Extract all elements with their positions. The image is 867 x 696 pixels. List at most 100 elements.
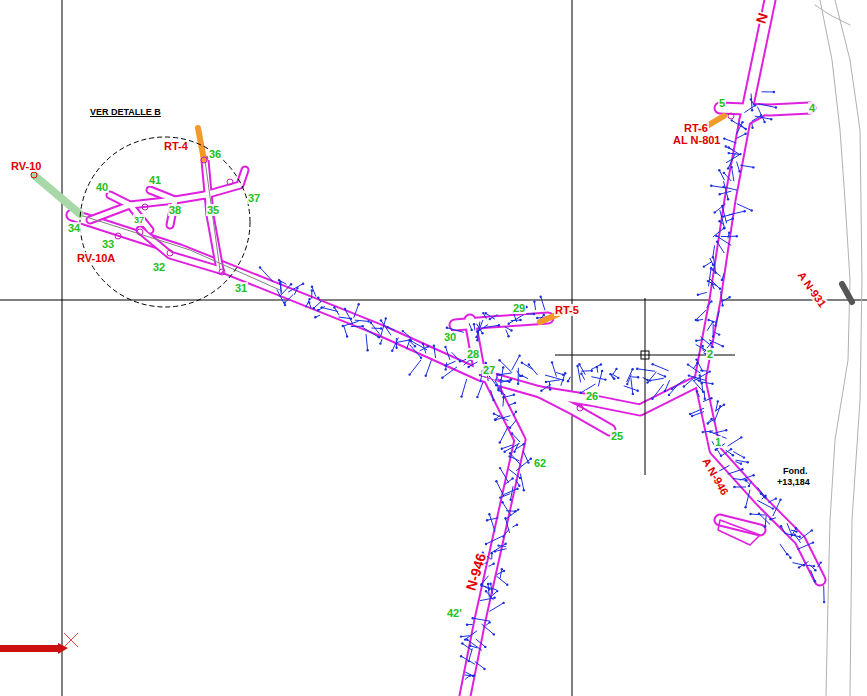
survey-point <box>513 394 515 396</box>
survey-vector <box>733 452 744 458</box>
survey-point <box>284 302 286 304</box>
survey-vector <box>591 377 605 380</box>
survey-vector <box>465 631 477 640</box>
survey-point <box>578 363 580 365</box>
survey-point <box>710 397 712 399</box>
survey-vector <box>366 334 368 350</box>
survey-point <box>811 529 813 531</box>
gallery-outline <box>718 520 760 545</box>
survey-vector <box>713 245 715 257</box>
survey-vector <box>598 371 602 386</box>
mark-x <box>64 633 78 647</box>
survey-point <box>502 535 504 537</box>
survey-vector <box>501 380 511 383</box>
survey-point <box>702 345 704 347</box>
survey-vector <box>631 378 633 394</box>
gallery-outline <box>720 108 810 110</box>
survey-point <box>668 394 670 396</box>
survey-point <box>732 454 734 456</box>
raise-label: RT-6 <box>683 122 709 134</box>
survey-point <box>718 333 720 335</box>
survey-point <box>501 501 503 503</box>
detail-heading: VER DETALLE B <box>88 107 163 117</box>
survey-vector <box>740 165 753 167</box>
survey-vector <box>728 437 742 446</box>
survey-point <box>721 279 723 281</box>
survey-point <box>499 441 501 443</box>
survey-vector <box>716 311 720 326</box>
survey-vector <box>658 373 666 376</box>
survey-point <box>780 525 782 527</box>
survey-vector <box>698 292 707 294</box>
survey-point <box>698 379 700 381</box>
survey-point <box>744 133 746 135</box>
detail-circle: VER DETALLE B <box>80 137 250 307</box>
survey-vector <box>280 282 281 292</box>
callout-number: 32 <box>152 261 166 273</box>
survey-vector <box>787 523 792 535</box>
survey-vector <box>702 383 703 392</box>
survey-point <box>284 304 286 306</box>
survey-point <box>313 307 315 309</box>
survey-point <box>820 561 822 563</box>
survey-point <box>758 513 760 515</box>
survey-point <box>473 323 475 325</box>
survey-point <box>740 463 742 465</box>
survey-point <box>741 468 743 470</box>
survey-vector <box>496 576 507 585</box>
survey-vector <box>477 382 483 397</box>
survey-vector <box>469 648 473 661</box>
survey-point <box>473 675 475 677</box>
survey-point <box>502 602 504 604</box>
cursor-box <box>641 351 649 359</box>
survey-point <box>308 298 310 300</box>
survey-vector <box>709 320 717 323</box>
mark-x <box>64 633 78 647</box>
survey-vector <box>510 456 520 461</box>
survey-vector <box>690 408 704 414</box>
survey-point <box>719 405 721 407</box>
survey-vector <box>759 514 770 525</box>
detail-outline <box>80 137 250 307</box>
survey-point <box>688 374 690 376</box>
survey-point <box>736 235 738 237</box>
gallery-outline <box>205 160 220 270</box>
survey-point <box>814 569 816 571</box>
survey-vector <box>795 535 801 543</box>
survey-point <box>701 382 703 384</box>
survey-point <box>503 570 505 572</box>
survey-point <box>649 379 651 381</box>
survey-point <box>695 340 697 342</box>
callout-number: 28 <box>466 348 480 360</box>
survey-point <box>596 366 598 368</box>
survey-vector <box>716 401 718 411</box>
survey-point <box>617 377 619 379</box>
survey-point <box>749 513 751 515</box>
survey-point <box>671 388 673 390</box>
survey-point <box>709 431 711 433</box>
survey-vector <box>509 469 520 478</box>
survey-vector <box>720 210 725 228</box>
survey-vector <box>688 365 700 374</box>
gallery-outline <box>90 195 205 220</box>
survey-point <box>460 395 462 397</box>
survey-point <box>521 375 523 377</box>
survey-vector <box>757 107 764 122</box>
survey-point <box>502 366 504 368</box>
survey-point <box>823 601 825 603</box>
survey-point <box>501 448 503 450</box>
survey-point <box>385 317 387 319</box>
survey-vector <box>489 514 495 531</box>
survey-point <box>631 368 633 370</box>
survey-point <box>469 674 471 676</box>
survey-vector <box>464 360 471 366</box>
survey-point <box>743 210 745 212</box>
survey-point <box>721 304 723 306</box>
gallery-floor <box>700 380 820 580</box>
survey-point <box>466 624 468 626</box>
survey-point <box>752 166 754 168</box>
survey-point <box>367 320 369 322</box>
survey-vector <box>522 363 533 370</box>
survey-point <box>321 306 323 308</box>
survey-point <box>509 452 511 454</box>
